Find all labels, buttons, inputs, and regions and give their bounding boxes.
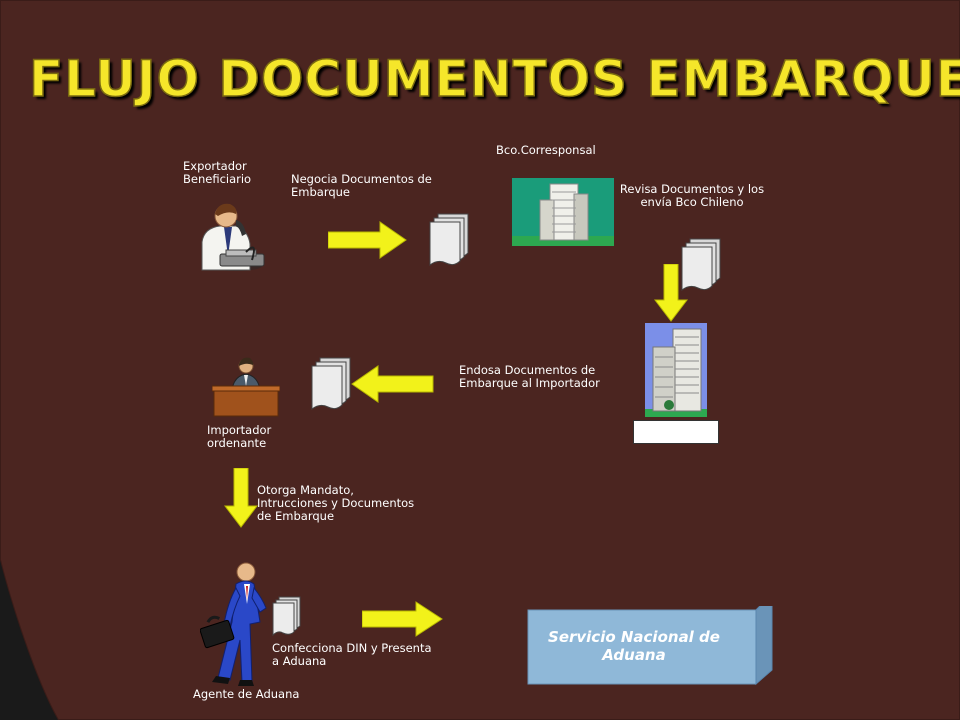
- otorga-line3: de Embarque: [257, 509, 335, 523]
- importer-person-icon: [212, 357, 280, 417]
- arrow-right-2: [362, 601, 443, 637]
- revisa-label: Revisa Documentos y los envía Bco Chilen…: [612, 183, 772, 209]
- confecciona-label: Confecciona DIN y Presenta a Aduana: [272, 642, 432, 668]
- exportador-label: Exportador Beneficiario: [183, 160, 251, 186]
- exportador-line1: Exportador: [183, 159, 247, 173]
- negocia-label: Negocia Documentos de Embarque: [291, 173, 432, 199]
- arrow-left: [351, 365, 434, 403]
- arrow-down-2: [224, 468, 258, 528]
- chilean-bank-building-icon: [645, 323, 707, 417]
- negocia-line1: Negocia Documentos de: [291, 172, 432, 186]
- corresponsal-label: Bco.Corresponsal: [496, 143, 596, 157]
- otorga-line2: Intrucciones y Documentos: [257, 496, 415, 510]
- endosa-line2: Embarque al Importador: [459, 376, 600, 390]
- aduana-box: [527, 606, 773, 686]
- document-stack-icon: [272, 596, 301, 636]
- revisa-line2: envía Bco Chileno: [640, 195, 744, 209]
- endosa-label: Endosa Documentos de Embarque al Importa…: [459, 364, 600, 390]
- confecciona-line2: a Aduana: [272, 654, 327, 668]
- negocia-line2: Embarque: [291, 185, 351, 199]
- document-stack-icon: [311, 357, 351, 410]
- agente-label: Agente de Aduana: [193, 687, 300, 701]
- arrow-right-1: [328, 221, 407, 259]
- exportador-line2: Beneficiario: [183, 172, 252, 186]
- arrow-down-1: [654, 264, 688, 322]
- importador-line2: ordenante: [207, 436, 267, 450]
- endosa-line1: Endosa Documentos de: [459, 363, 596, 377]
- customs-agent-person-icon: [200, 562, 267, 686]
- otorga-label: Otorga Mandato, Intrucciones y Documento…: [257, 484, 414, 523]
- aduana-line2: Aduana: [602, 646, 666, 664]
- aduana-label: Servicio Nacional de Aduana: [528, 628, 740, 664]
- importador-line1: Importador: [207, 423, 272, 437]
- document-stack-icon: [429, 213, 469, 266]
- page-title: FLUJO DOCUMENTOS EMBARQUE: [28, 49, 960, 109]
- exporter-person-icon: [201, 203, 265, 271]
- revisa-line1: Revisa Documentos y los: [619, 182, 765, 196]
- aduana-line1: Servicio Nacional de: [548, 628, 720, 646]
- otorga-line1: Otorga Mandato,: [257, 483, 354, 497]
- importador-label: Importador ordenante: [207, 424, 271, 450]
- document-stack-icon: [681, 238, 721, 291]
- confecciona-line1: Confecciona DIN y Presenta: [272, 641, 432, 655]
- bank-name-box: [633, 420, 719, 444]
- correspondent-bank-building-icon: [512, 178, 614, 246]
